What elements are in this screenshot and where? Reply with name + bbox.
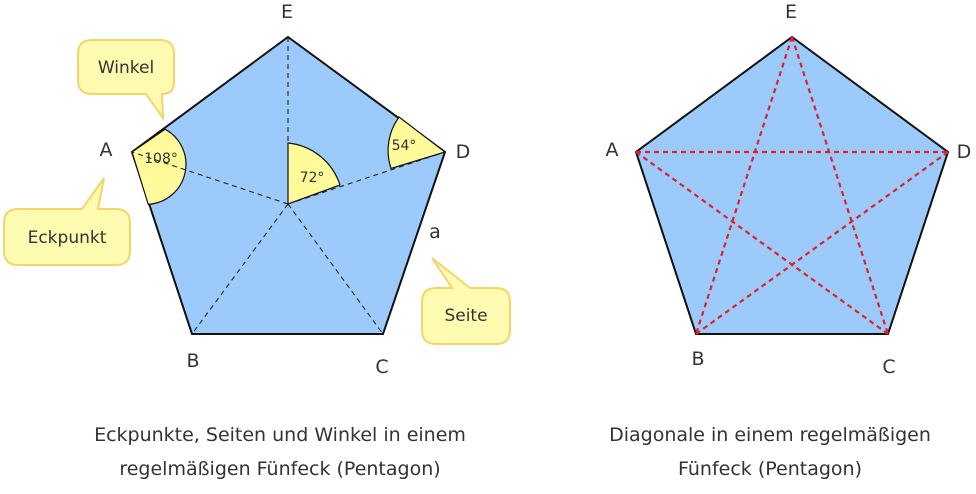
right-figure: E A D B C (606, 1, 972, 378)
right-caption: Diagonale in einem regelmäßigen Fünfeck … (560, 418, 976, 486)
left-vertex-C: C (375, 356, 388, 378)
right-pentagon (634, 35, 950, 335)
left-caption-line1: Eckpunkte, Seiten und Winkel in einem (94, 424, 466, 446)
diagonal-E-C (790, 36, 890, 335)
radius-to-A (131, 151, 289, 205)
right-vertex-D: D (957, 141, 972, 163)
base-angle-sector (387, 116, 447, 170)
callout-side: Seite (421, 257, 511, 345)
right-vertex-A: A (606, 139, 619, 161)
callout-vertex-text: Eckpunkt (28, 228, 107, 248)
diagonals (635, 36, 949, 335)
right-vertex-C: C (882, 356, 895, 378)
diagonal-B-D (695, 151, 949, 335)
callout-angle-text: Winkel (98, 58, 154, 78)
center-angle-label: 72° (300, 170, 325, 186)
right-vertex-E: E (785, 1, 797, 23)
callout-vertex: Eckpunkt (3, 177, 131, 266)
center-radii (131, 37, 446, 335)
base-angle-label: 54° (392, 138, 417, 154)
left-vertex-A: A (100, 139, 113, 161)
left-vertex-B: B (186, 350, 199, 372)
left-caption-line2: regelmäßigen Fünfeck (Pentagon) (119, 458, 441, 480)
callout-angle: Winkel (77, 39, 175, 122)
left-vertex-E: E (281, 1, 293, 23)
radius-to-D (287, 151, 446, 205)
right-caption-line1: Diagonale in einem regelmäßigen (609, 424, 931, 446)
center-angle-sector (287, 142, 341, 205)
left-figure: 108° 72° 54° E A D B C a Winkel Eckpunkt… (3, 1, 511, 378)
right-vertex-B: B (691, 348, 704, 370)
right-caption-line2: Fünfeck (Pentagon) (678, 458, 862, 480)
interior-angle-sector (131, 128, 187, 205)
diagonal-E-B (694, 36, 794, 335)
side-label: a (429, 221, 441, 243)
callout-side-bubble (421, 257, 511, 345)
callout-angle-bubble (77, 39, 175, 122)
left-caption: Eckpunkte, Seiten und Winkel in einem re… (60, 418, 500, 486)
interior-angle-label: 108° (144, 151, 178, 167)
callout-side-text: Seite (444, 306, 487, 326)
diagonal-A-C (635, 151, 889, 335)
left-vertex-D: D (456, 141, 471, 163)
callout-vertex-bubble (3, 177, 131, 266)
